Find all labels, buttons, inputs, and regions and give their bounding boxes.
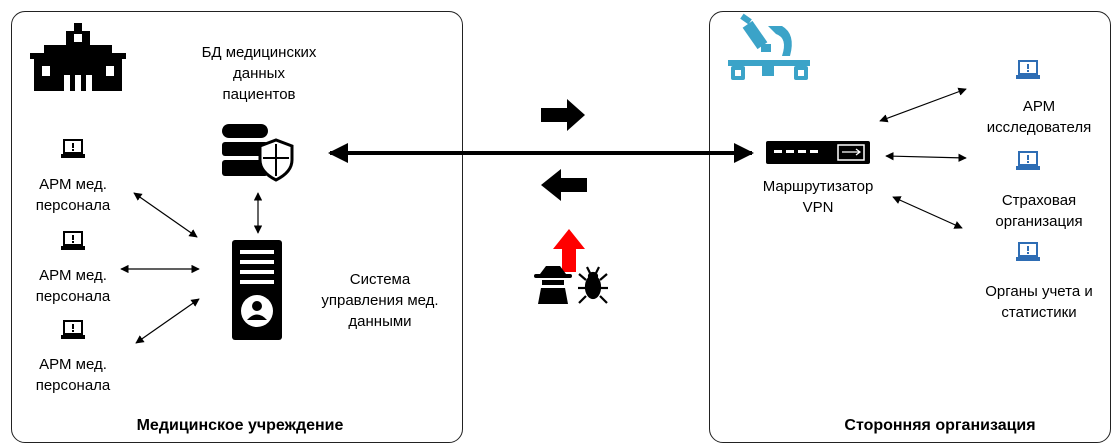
medical-institution-title: Медицинское учреждение [136,417,344,434]
statistics-authority-label: Органы учета и статистики [985,283,1093,321]
router-researcher-arrow [879,87,967,123]
microscope-icon [728,13,810,80]
third-party-organization-title: Сторонняя организация [844,417,1036,434]
laptop-icon [1016,151,1040,170]
spy-icon [534,266,572,304]
database-shield-icon [222,124,294,182]
laptop-icon [61,231,85,250]
patient-database-label: БД медицинских данных пациентов [201,44,317,103]
bug-icon [578,266,608,304]
router-insurance-arrow [885,151,967,163]
threat-arrow [553,229,585,272]
insurance-organization-label: Страховая организация [995,192,1083,230]
incoming-direction-arrow [541,169,587,201]
router-icon [766,141,870,164]
medical-institution-panel [11,11,463,443]
workstation-label: АРМ мед. персонала [35,356,111,394]
data-management-system-label: Система управления мед. данными [321,271,439,330]
laptop-icon [1016,60,1040,79]
vpn-router-label: Маршрутизатор VPN [762,178,874,216]
third-party-organization-panel [709,11,1111,443]
server-user-icon [232,240,282,340]
outgoing-direction-arrow [541,99,585,131]
router-statistics-arrow [892,196,963,229]
laptop-icon [61,139,85,158]
researcher-workstation-label: АРМ исследователя [986,98,1092,136]
laptop-icon [61,320,85,339]
laptop-icon [1016,242,1040,261]
ws3-server-arrow [135,298,200,344]
ws1-server-arrow [133,192,198,238]
workstation-label: АРМ мед. персонала [35,267,111,305]
workstation-label: АРМ мед. персонала [35,176,111,214]
hospital-building-icon [30,23,126,91]
